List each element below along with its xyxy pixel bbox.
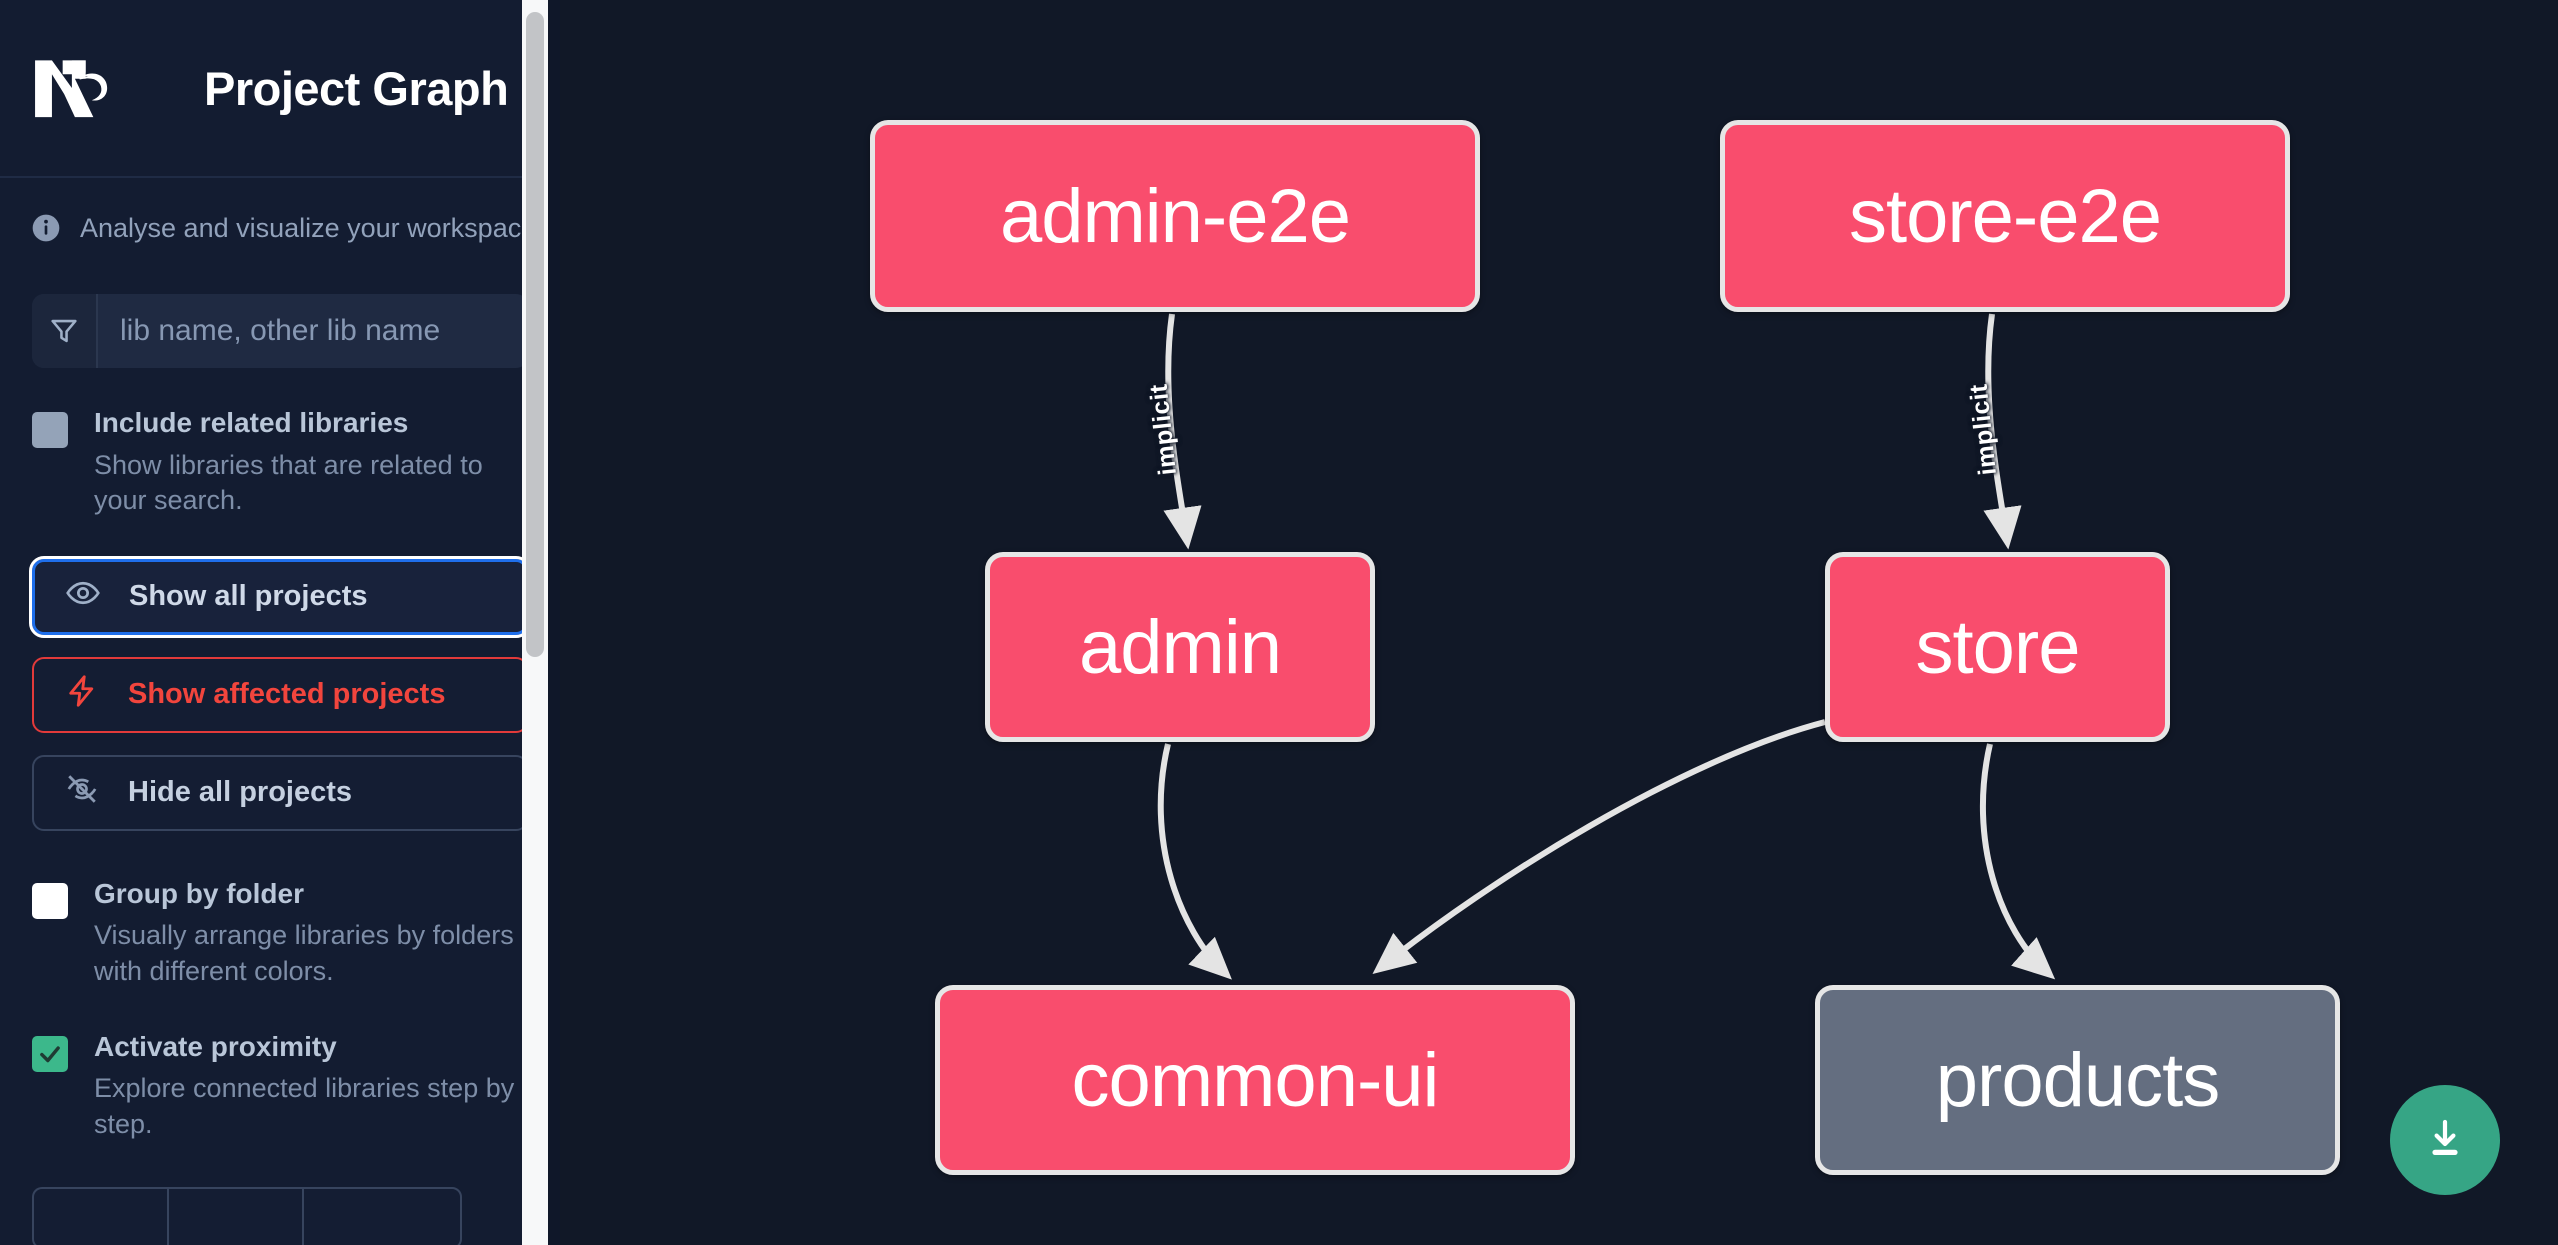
segment-1[interactable] bbox=[32, 1187, 167, 1245]
checkbox-include-related-libraries[interactable]: Include related libraries Show libraries… bbox=[0, 368, 560, 519]
graph-node-products[interactable]: products bbox=[1815, 985, 2340, 1175]
graph-node-store[interactable]: store bbox=[1825, 552, 2170, 742]
project-visibility-buttons: Show all projects Show affected projects bbox=[0, 519, 560, 831]
node-label: store bbox=[1915, 604, 2081, 690]
show-affected-projects-button[interactable]: Show affected projects bbox=[32, 656, 528, 733]
funnel-icon[interactable] bbox=[32, 294, 98, 368]
filter-section bbox=[0, 244, 560, 368]
search-input[interactable] bbox=[98, 294, 528, 368]
checkbox-label: Activate proximity bbox=[94, 1030, 337, 1062]
lightning-bolt-icon bbox=[64, 673, 100, 717]
sidebar-header: Project Graph bbox=[0, 0, 560, 178]
checkbox-description: Explore connected libraries step by step… bbox=[94, 1073, 515, 1139]
show-affected-projects-label: Show affected projects bbox=[128, 678, 446, 711]
workspace-info: Analyse and visualize your workspace. bbox=[0, 178, 560, 244]
graph-edges bbox=[1157, 313, 2056, 980]
show-all-projects-label: Show all projects bbox=[129, 580, 368, 613]
segment-3[interactable] bbox=[302, 1187, 462, 1245]
nx-logo bbox=[32, 57, 124, 119]
segment-2[interactable] bbox=[167, 1187, 302, 1245]
node-label: products bbox=[1935, 1037, 2220, 1123]
hide-all-projects-label: Hide all projects bbox=[128, 776, 353, 809]
checkbox-box-unchecked[interactable] bbox=[32, 882, 68, 919]
node-label: admin bbox=[1079, 604, 1282, 690]
checkbox-box-unchecked[interactable] bbox=[32, 412, 68, 448]
checkbox-box-checked[interactable] bbox=[32, 1035, 68, 1072]
node-label: admin-e2e bbox=[999, 173, 1351, 259]
checkbox-group-by-folder[interactable]: Group by folder Visually arrange librari… bbox=[0, 831, 560, 990]
download-icon bbox=[2421, 1114, 2469, 1167]
search-field-wrapper bbox=[32, 294, 528, 368]
show-all-projects-button[interactable]: Show all projects bbox=[29, 555, 531, 638]
eye-slash-icon bbox=[64, 771, 100, 815]
node-label: store-e2e bbox=[1848, 173, 2162, 259]
graph-node-admin-e2e[interactable]: admin-e2e bbox=[870, 120, 1480, 312]
graph-node-admin[interactable]: admin bbox=[985, 552, 1375, 742]
sidebar-scrollbar[interactable] bbox=[522, 0, 548, 1245]
page-title: Project Graph bbox=[204, 61, 509, 115]
hide-all-projects-button[interactable]: Hide all projects bbox=[32, 754, 528, 831]
eye-icon bbox=[65, 575, 101, 619]
graph-node-store-e2e[interactable]: store-e2e bbox=[1720, 120, 2290, 312]
download-button[interactable] bbox=[2390, 1085, 2500, 1195]
sidebar-scrollbar-thumb[interactable] bbox=[526, 12, 544, 657]
graph-canvas[interactable]: implicit implicit admin-e2e store-e2e ad… bbox=[560, 0, 2558, 1245]
graph-node-common-ui[interactable]: common-ui bbox=[935, 985, 1575, 1175]
node-label: common-ui bbox=[1071, 1037, 1440, 1123]
sidebar-gutter bbox=[548, 0, 560, 1245]
bottom-segmented-control[interactable] bbox=[32, 1187, 462, 1245]
info-icon bbox=[30, 212, 62, 244]
checkbox-description: Visually arrange libraries by folders wi… bbox=[94, 920, 514, 987]
sidebar: Project Graph Analyse and visualize yo bbox=[0, 0, 560, 1245]
workspace-info-text: Analyse and visualize your workspace. bbox=[80, 212, 544, 243]
checkbox-activate-proximity[interactable]: Activate proximity Explore connected lib… bbox=[0, 990, 560, 1143]
checkbox-description: Show libraries that are related to your … bbox=[94, 449, 483, 516]
checkbox-label: Include related libraries bbox=[94, 407, 409, 438]
checkbox-label: Group by folder bbox=[94, 877, 304, 909]
